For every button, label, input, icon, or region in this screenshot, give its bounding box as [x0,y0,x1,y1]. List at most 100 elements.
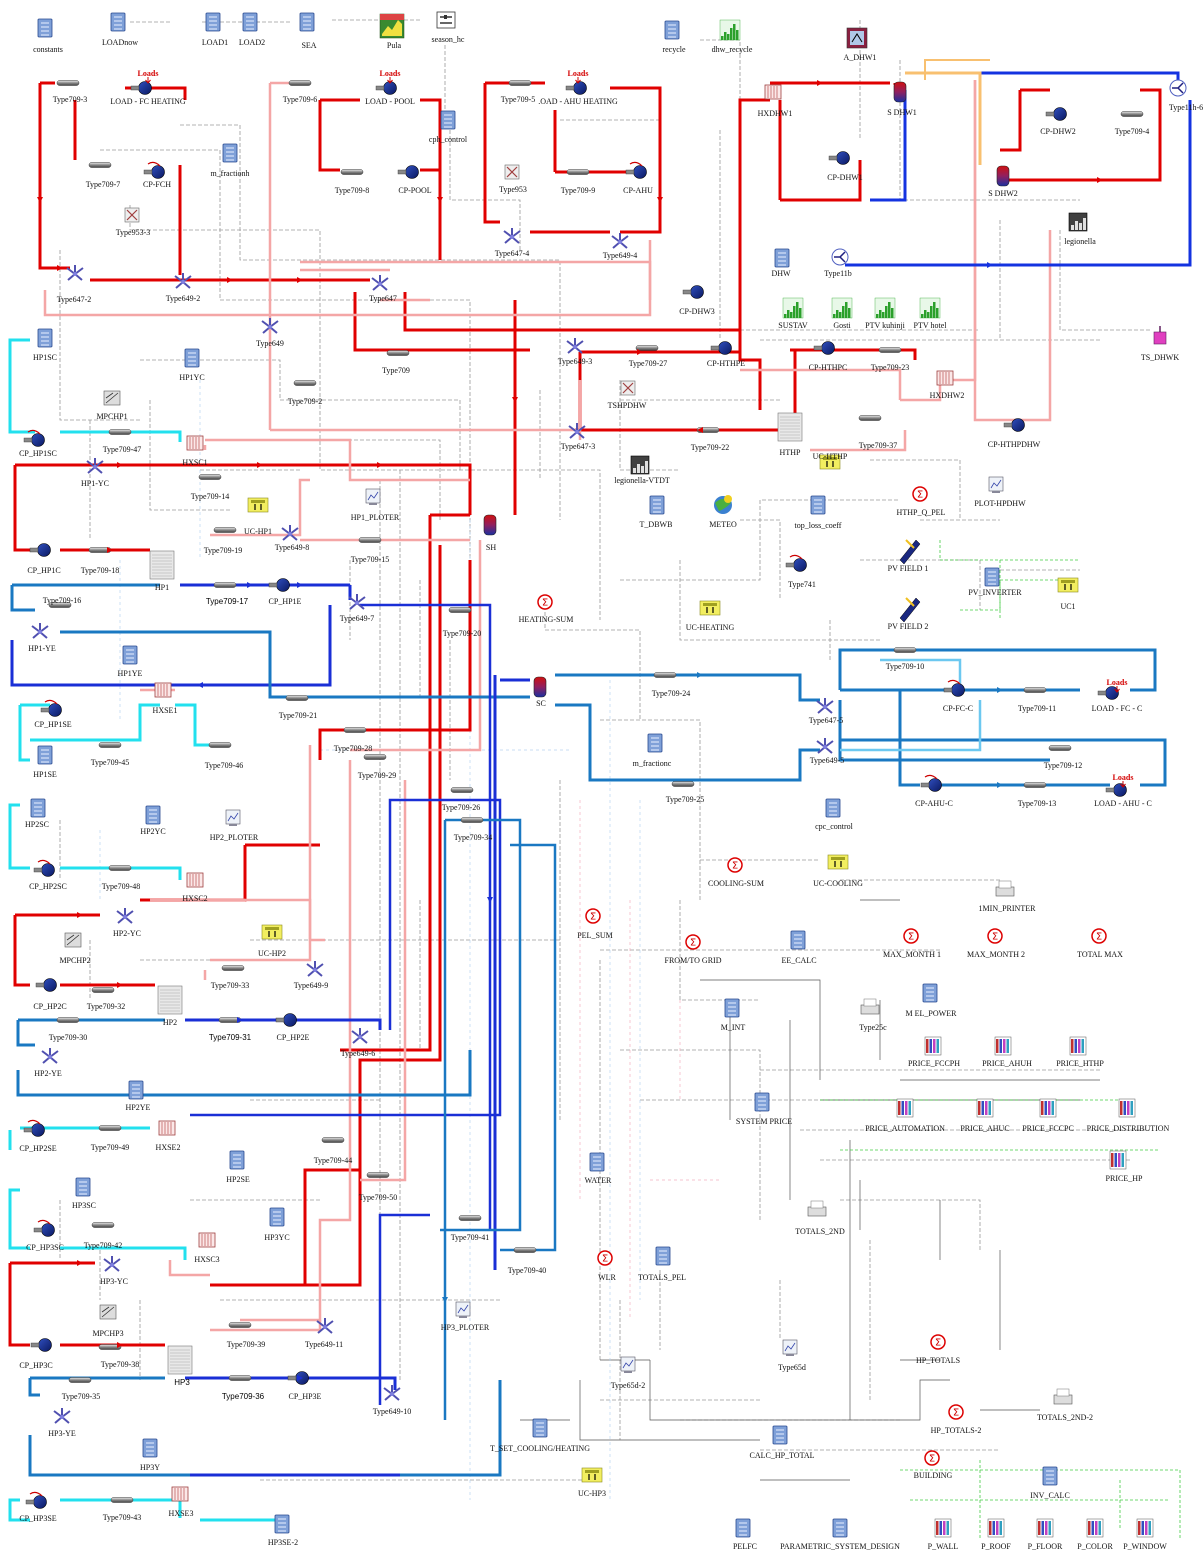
heating-sum-sum-icon[interactable]: Σ [537,594,553,610]
type709-46-pipe-icon[interactable] [208,742,232,748]
totals-2nd-printer-icon[interactable] [807,1200,827,1217]
type709-3-pipe-icon[interactable] [56,80,80,86]
type647-5-split-icon[interactable] [816,698,834,714]
from-to-grid-sum-icon[interactable]: Σ [685,934,701,950]
type65d-2-plot-icon[interactable] [620,1356,636,1373]
type709-12-pipe-icon[interactable] [1048,745,1072,751]
cooling-sum-sum-icon[interactable]: Σ [727,857,743,873]
cp-hthpe-pump-icon[interactable] [710,341,732,355]
hp2-hp-icon[interactable] [157,985,183,1015]
system-price-calc-icon[interactable] [754,1092,770,1112]
load-fc-heating-pump-icon[interactable] [130,81,152,95]
type709-48-pipe-icon[interactable] [108,865,132,871]
cp-hp2c-pump-icon[interactable] [35,978,57,992]
hp2-ye-split-icon[interactable] [41,1048,59,1064]
type709-50-pipe-icon[interactable] [366,1172,390,1178]
hp3-hp-icon[interactable] [167,1345,193,1375]
p-color-price-icon[interactable] [1086,1518,1104,1538]
type709-8-pipe-icon[interactable] [340,169,364,175]
cp-fc-c-pumpc-icon[interactable] [943,679,965,697]
load-ahu-heating-pump-icon[interactable] [565,81,587,95]
plot-hpdhw-plot-icon[interactable] [988,476,1004,493]
p-roof-price-icon[interactable] [987,1518,1005,1538]
recycle-calc-icon[interactable] [664,20,680,40]
type649-11-split-icon[interactable] [316,1318,334,1334]
type649-split-icon[interactable] [261,318,279,334]
type709-49-pipe-icon[interactable] [98,1125,122,1131]
cp-hp1c-pump-icon[interactable] [29,543,51,557]
t-set-cooling-heating-calc-icon[interactable] [532,1418,548,1438]
type709-7-pipe-icon[interactable] [88,162,112,168]
type709-44-pipe-icon[interactable] [321,1137,345,1143]
type647-2-split-icon[interactable] [66,265,84,281]
type709-34-pipe-icon[interactable] [460,817,484,823]
type709-5-pipe-icon[interactable] [508,80,532,86]
hp2sc-calc-icon[interactable] [30,798,46,818]
legionella-vtdt-legion-icon[interactable] [630,455,650,475]
p-wall-price-icon[interactable] [934,1518,952,1538]
load-pool-pump-icon[interactable] [375,81,397,95]
mpchp1-mpc-icon[interactable] [103,390,121,406]
mpchp3-mpc-icon[interactable] [99,1304,117,1320]
hxsc3-hx-icon[interactable] [198,1232,216,1248]
hp3y-calc-icon[interactable] [142,1438,158,1458]
type649-7-split-icon[interactable] [348,594,366,610]
hp1-yc-split-icon[interactable] [86,458,104,474]
hp2yc-calc-icon[interactable] [145,805,161,825]
type709-21-pipe-icon[interactable] [285,695,309,701]
price-ahuh-price-icon[interactable] [994,1036,1012,1056]
hp2-yc-split-icon[interactable] [116,908,134,924]
type709-13-pipe-icon[interactable] [1023,782,1047,788]
type741-pumpc-icon[interactable] [785,554,807,572]
type709-30-pipe-icon[interactable] [56,1017,80,1023]
type709-37-pipe-icon[interactable] [858,415,882,421]
cp-dhw3-pump-icon[interactable] [682,285,704,299]
totals-2nd-2-printer-icon[interactable] [1053,1388,1073,1405]
type709-33-pipe-icon[interactable] [221,965,245,971]
totals-pel-calc-icon[interactable] [655,1246,671,1266]
uc-hthp-uc-icon[interactable] [819,454,841,470]
pv-field-1-pv-icon[interactable] [899,539,921,565]
p-floor-price-icon[interactable] [1036,1518,1054,1538]
hp1ye-calc-icon[interactable] [122,645,138,665]
cp-hp2se-pumpc-icon[interactable] [23,1119,45,1137]
hxse3-hx-icon[interactable] [171,1486,189,1502]
hp2se-calc-icon[interactable] [229,1150,245,1170]
hp1yc-calc-icon[interactable] [184,348,200,368]
cp-pool-pump-icon[interactable] [397,165,419,179]
hp1-hp-icon[interactable] [149,550,175,580]
cp-ahu-pumpc-icon[interactable] [625,161,647,179]
type709-9-pipe-icon[interactable] [566,169,590,175]
type647-3-split-icon[interactable] [568,423,586,439]
type65d-plot-icon[interactable] [782,1339,798,1356]
loadnow-calc-icon[interactable] [110,12,126,32]
cph-control-calc-icon[interactable] [440,110,456,130]
season-hc-ctrl-icon[interactable] [436,11,456,29]
type709-26-pipe-icon[interactable] [450,787,474,793]
cp-hp2e-pump-icon[interactable] [275,1013,297,1027]
hp3-yc-split-icon[interactable] [103,1256,121,1272]
mpchp2-mpc-icon[interactable] [64,932,82,948]
type709-29-pipe-icon[interactable] [363,754,387,760]
type709-2-pipe-icon[interactable] [293,380,317,386]
type649-5-split-icon[interactable] [816,738,834,754]
pel-sum-sum-icon[interactable]: Σ [585,908,601,924]
uc-cooling-uc-icon[interactable] [827,854,849,870]
sc-tank-icon[interactable] [533,676,547,698]
type709-42-pipe-icon[interactable] [91,1222,115,1228]
type649-2-split-icon[interactable] [174,273,192,289]
uc-hp3-uc-icon[interactable] [581,1467,603,1483]
type709-32-pipe-icon[interactable] [91,987,115,993]
dhw-recycle-bars-icon[interactable] [719,19,741,41]
type709-43-pipe-icon[interactable] [110,1497,134,1503]
wlr-sum-icon[interactable]: Σ [597,1250,613,1266]
cp-hp3c-pump-icon[interactable] [30,1338,52,1352]
type709-40-pipe-icon[interactable] [513,1247,537,1253]
m-fractionc-calc-icon[interactable] [647,733,663,753]
cp-dhw1-pump-icon[interactable] [828,151,850,165]
hxsc1-hx-icon[interactable] [186,435,204,451]
water-calc-icon[interactable] [589,1152,605,1172]
cp-ahu-c-pumpc-icon[interactable] [920,774,942,792]
price-automation-price-icon[interactable] [896,1098,914,1118]
type709-15-pipe-icon[interactable] [358,537,382,543]
